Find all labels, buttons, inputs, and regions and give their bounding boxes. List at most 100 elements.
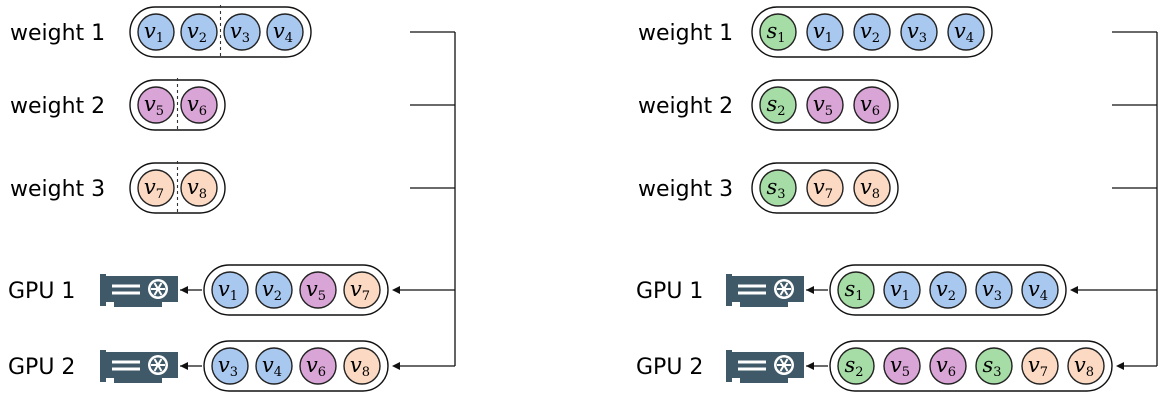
weight-1-row: weight 1 s1 v1 v2 v3 v4 — [638, 6, 1157, 58]
weight-2-row: weight 2 v5 v6 — [10, 78, 455, 132]
weight-3-token: v7 — [137, 169, 175, 207]
gpu-1-label: GPU 1 — [636, 279, 703, 304]
gpu-1-token-text: v5 — [306, 277, 326, 304]
gpu-1-token-text: v1 — [890, 277, 910, 304]
gpu-2-token: v8 — [1067, 347, 1105, 385]
gpu-2-token: v6 — [299, 347, 337, 385]
weight-1-token: v1 — [806, 13, 844, 51]
gpu-1-token-text: v3 — [982, 277, 1002, 304]
weight-1-token: v1 — [137, 13, 175, 51]
weight-2-token: v6 — [853, 86, 891, 124]
gpu-2-label: GPU 2 — [8, 355, 75, 380]
weight-1-token-text: v4 — [954, 19, 974, 46]
weight-3-label: weight 3 — [638, 177, 733, 202]
gpu-2-token-text: s2 — [844, 353, 863, 380]
weight-3-token-text: v7 — [144, 175, 164, 202]
gpu-2-token: s3 — [975, 347, 1013, 385]
gpu-1-token-text: v1 — [218, 277, 238, 304]
gpu-1-token-text: v7 — [350, 277, 370, 304]
gpu-1-token-text: v4 — [1028, 277, 1048, 304]
gpu-1-token: v1 — [211, 271, 249, 309]
weight-3-token-text: v8 — [860, 175, 880, 202]
weight-3-token-text: s3 — [766, 175, 785, 202]
weight-1-token-text: v2 — [187, 19, 207, 46]
weight-2-token: s2 — [759, 86, 797, 124]
gpu-2-token: v6 — [929, 347, 967, 385]
gpu-2-token-text: v4 — [262, 353, 282, 380]
gpu-2-token: v3 — [211, 347, 249, 385]
gpu-2-token: v8 — [343, 347, 381, 385]
gpu-1-token-text: s1 — [844, 277, 863, 304]
weight-2-token: v5 — [137, 86, 175, 124]
gpu-1-pill — [203, 264, 389, 316]
gpu-1-token: v2 — [929, 271, 967, 309]
gpu-1-token: v4 — [1021, 271, 1059, 309]
weight-3-token-text: v8 — [187, 175, 207, 202]
gpu-icon — [100, 350, 178, 383]
gpu-2-token: s2 — [837, 347, 875, 385]
gpu-2-token-text: s3 — [982, 353, 1001, 380]
gpu-2-row: GPU 2 s2 v5 v6 s3 v7 v8 — [636, 340, 1157, 392]
gpu-1-token-text: v2 — [262, 277, 282, 304]
gpu-2-token: v7 — [1021, 347, 1059, 385]
gpu-icon — [726, 350, 804, 383]
weight-1-token-text: v3 — [230, 19, 250, 46]
gpu-1-token: v2 — [255, 271, 293, 309]
weight-3-label: weight 3 — [10, 177, 105, 202]
weight-1-token: v4 — [266, 13, 304, 51]
weight-2-label: weight 2 — [638, 94, 733, 119]
gpu-1-token: s1 — [837, 271, 875, 309]
weight-1-token: v4 — [947, 13, 985, 51]
gpu-2-row: GPU 2 v3 v4 v6 v8 — [8, 340, 455, 392]
weight-2-token-text: v5 — [813, 92, 833, 119]
weight-3-token: v8 — [853, 169, 891, 207]
weight-1-token: s1 — [759, 13, 797, 51]
weight-3-row: weight 3 v7 v8 — [10, 161, 455, 215]
weight-1-token: v2 — [853, 13, 891, 51]
gpu-1-row: GPU 1 v1 v2 v5 v7 — [8, 264, 455, 316]
gpu-2-token-text: v3 — [218, 353, 238, 380]
weight-2-row: weight 2 s2 v5 v6 — [638, 79, 1157, 131]
right-panel: weight 1 s1 v1 v2 v3 v4 weight 2 s2 v5 v6 weight 3… — [636, 6, 1158, 392]
gpu-2-pill — [203, 340, 389, 392]
weight-2-token-text: v6 — [187, 92, 207, 119]
gpu-2-token-text: v7 — [1028, 353, 1048, 380]
gpu-2-token-text: v8 — [350, 353, 370, 380]
gpu-icon — [100, 274, 178, 307]
gpu-2-token-text: v6 — [306, 353, 326, 380]
gpu-1-token: v5 — [299, 271, 337, 309]
weight-2-token-text: v6 — [860, 92, 880, 119]
gpu-2-token-text: v6 — [936, 353, 956, 380]
weight-1-token-text: v1 — [144, 19, 164, 46]
weight-1-token-text: v1 — [813, 19, 833, 46]
weight-1-token-text: v4 — [273, 19, 293, 46]
weight-2-label: weight 2 — [10, 94, 105, 119]
weight-1-label: weight 1 — [638, 21, 733, 46]
gpu-2-token: v4 — [255, 347, 293, 385]
weight-2-token: v5 — [806, 86, 844, 124]
weight-1-token-text: s1 — [766, 19, 785, 46]
gpu-1-token: v1 — [883, 271, 921, 309]
weight-1-token: v3 — [223, 13, 261, 51]
weight-3-token: s3 — [759, 169, 797, 207]
gpu-1-token-text: v2 — [936, 277, 956, 304]
weight-3-token-text: v7 — [813, 175, 833, 202]
gpu-2-token: v5 — [883, 347, 921, 385]
gpu-1-token: v7 — [343, 271, 381, 309]
weight-2-token-text: s2 — [766, 92, 785, 119]
gpu-1-label: GPU 1 — [8, 279, 75, 304]
gpu-icon — [726, 274, 804, 307]
weight-1-token: v3 — [900, 13, 938, 51]
weight-2-token-text: v5 — [144, 92, 164, 119]
weight-1-token-text: v2 — [860, 19, 880, 46]
weight-1-label: weight 1 — [10, 21, 105, 46]
weight-2-token: v6 — [180, 86, 218, 124]
weight-1-token: v2 — [180, 13, 218, 51]
weight-3-token: v8 — [180, 169, 218, 207]
gpu-2-label: GPU 2 — [636, 355, 703, 380]
gpu-1-row: GPU 1 s1 v1 v2 v3 v4 — [636, 264, 1157, 316]
weight-3-row: weight 3 s3 v7 v8 — [638, 162, 1157, 214]
weight-3-token: v7 — [806, 169, 844, 207]
gpu-2-token-text: v8 — [1074, 353, 1094, 380]
